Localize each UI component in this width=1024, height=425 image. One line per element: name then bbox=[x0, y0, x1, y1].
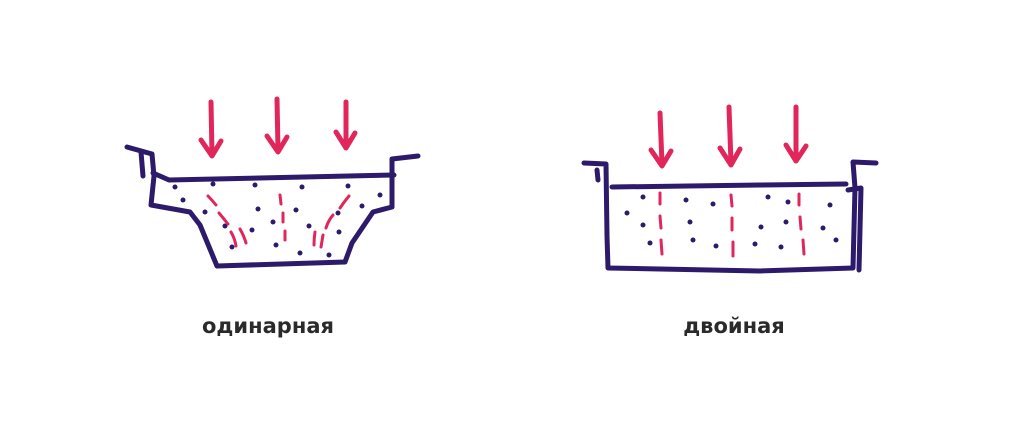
double-fill-dots bbox=[624, 194, 839, 250]
double-arrow-3 bbox=[783, 104, 809, 164]
single-container-outline bbox=[124, 144, 421, 269]
single-arrow-2 bbox=[264, 96, 290, 155]
single-caption: одинарная bbox=[202, 314, 334, 338]
single-fill-dashes bbox=[206, 193, 351, 249]
double-pressure-arrows bbox=[648, 104, 809, 169]
double-container-outline bbox=[581, 159, 879, 274]
double-fill-dashes bbox=[658, 191, 806, 258]
single-fill-dots bbox=[172, 181, 383, 258]
double-arrow-1 bbox=[648, 110, 674, 169]
double-diagram bbox=[581, 104, 879, 274]
single-arrow-1 bbox=[198, 99, 224, 159]
double-arrow-2 bbox=[717, 104, 743, 168]
single-arrow-3 bbox=[333, 99, 358, 151]
single-pressure-arrows bbox=[198, 96, 358, 159]
double-caption: двойная bbox=[683, 314, 785, 338]
single-diagram bbox=[124, 96, 421, 269]
